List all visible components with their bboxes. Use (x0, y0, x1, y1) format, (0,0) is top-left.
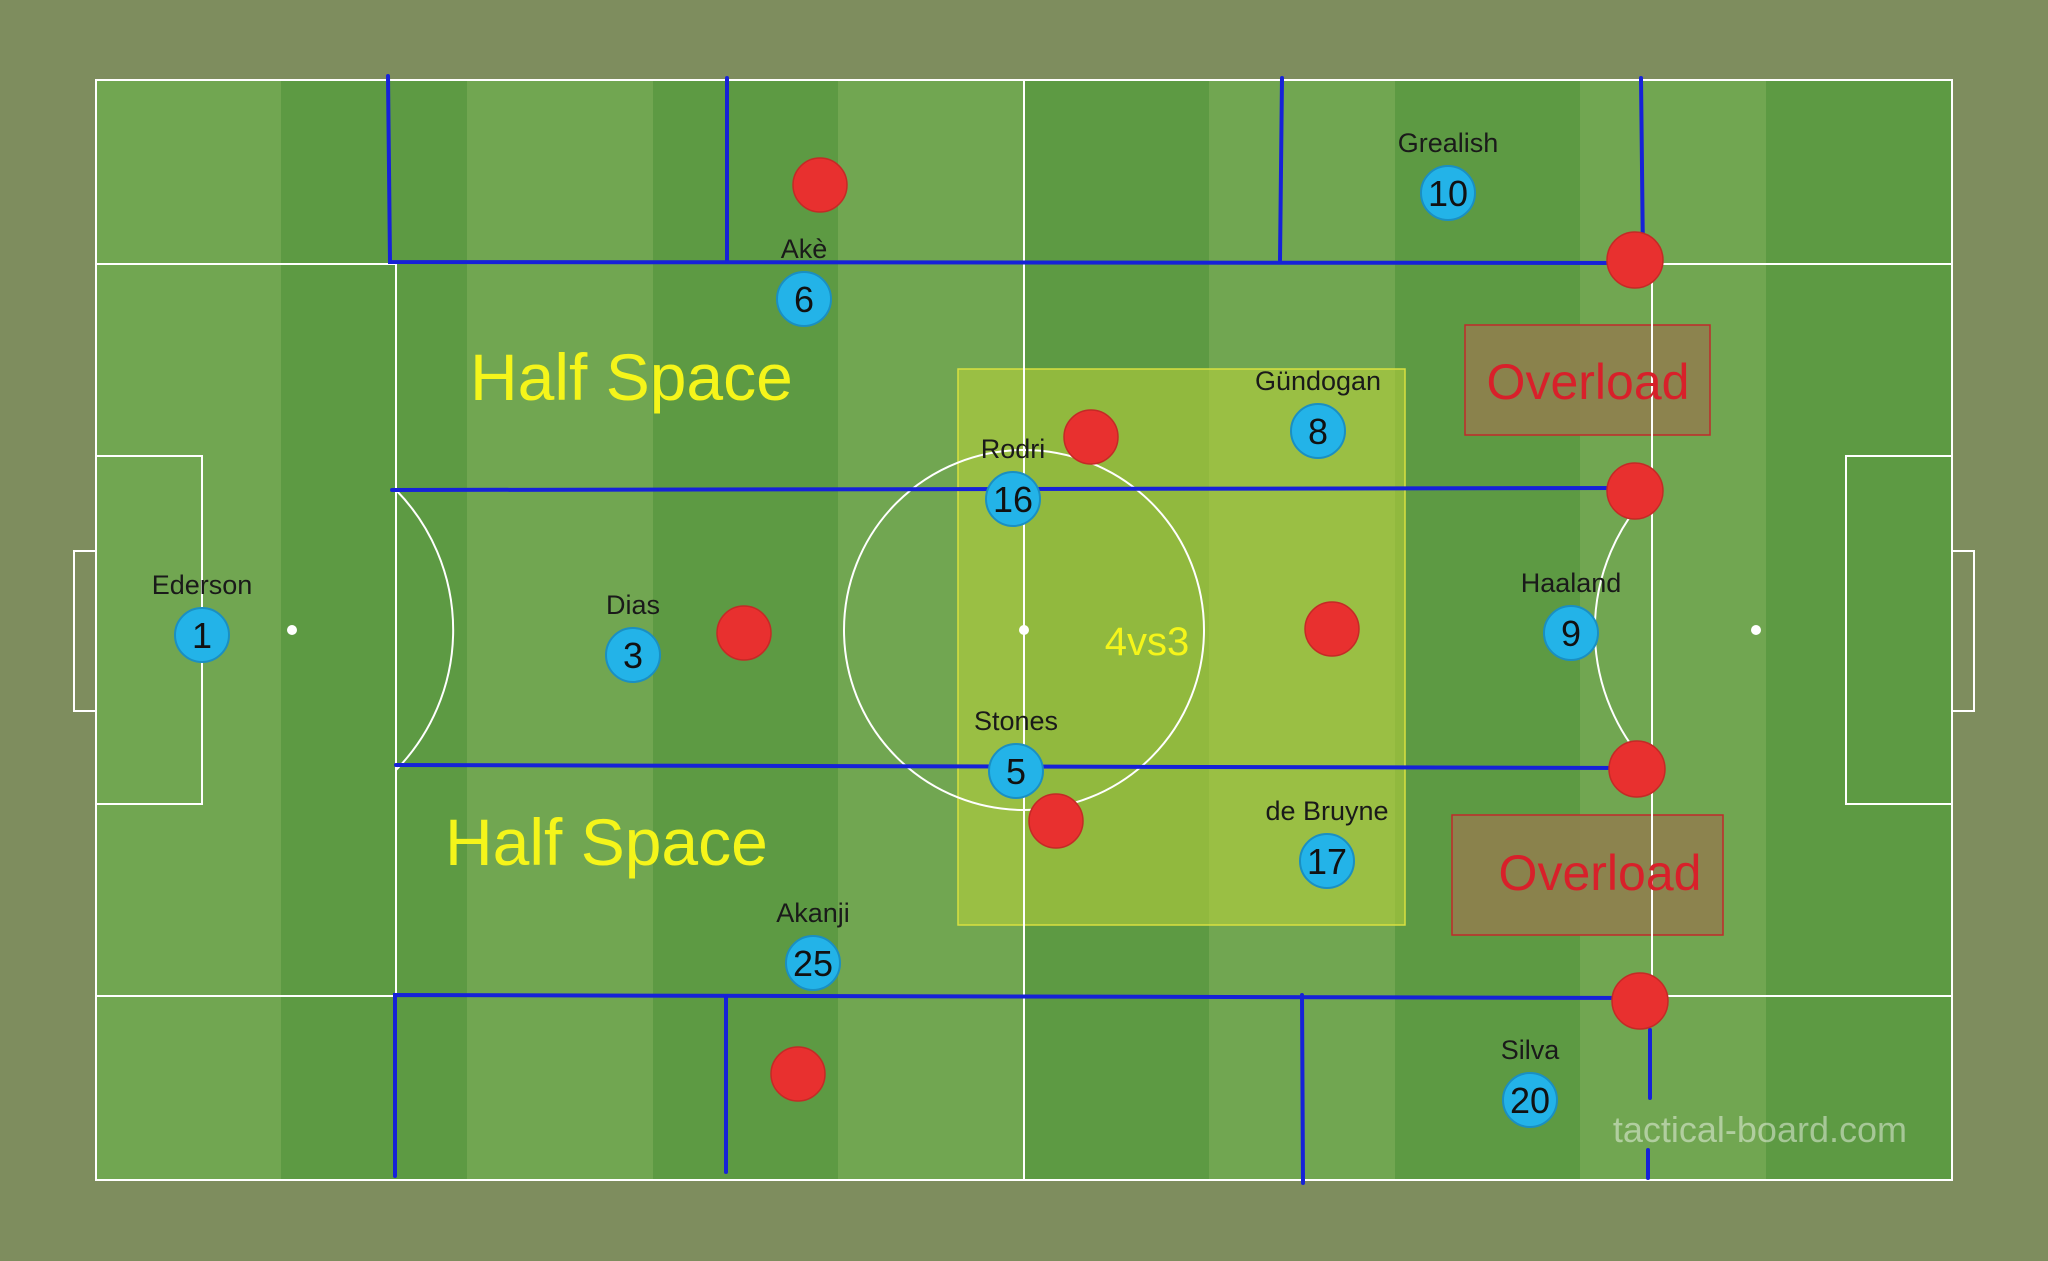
player-number: 10 (1428, 173, 1468, 214)
opponent-marker[interactable] (792, 157, 848, 213)
player-stones[interactable]: Stones 5 (974, 706, 1058, 799)
opponent-marker[interactable] (1304, 601, 1360, 657)
player-ake[interactable]: Akè 6 (776, 234, 832, 327)
player-marker (1543, 605, 1599, 661)
player-name: Grealish (1398, 128, 1499, 158)
player-name: Akanji (776, 898, 850, 928)
numbers-zone-label: 4vs3 (1105, 620, 1190, 664)
player-number: 1 (192, 615, 212, 656)
half-space-top-label: Half Space (470, 340, 793, 414)
player-akanji[interactable]: Akanji 25 (776, 898, 850, 991)
overload-box-bottom (1451, 814, 1724, 936)
player-number: 9 (1561, 613, 1581, 654)
watermark: tactical-board.com (1613, 1109, 1907, 1150)
overload-box-top (1464, 324, 1711, 436)
player-marker (605, 627, 661, 683)
opponent-marker[interactable] (1606, 462, 1664, 520)
player-marker (1290, 403, 1346, 459)
player-silva[interactable]: Silva 20 (1501, 1035, 1561, 1128)
player-name: Silva (1501, 1035, 1561, 1065)
player-ederson[interactable]: Ederson 1 (152, 570, 253, 663)
player-name: Akè (781, 234, 828, 264)
overload-bottom-label: Overload (1499, 845, 1702, 901)
player-marker (1502, 1072, 1558, 1128)
home-players: Ederson 1 Dias 3 Akè 6 Akanji 25 Rodri 1… (152, 128, 1622, 1128)
player-name: Dias (606, 590, 660, 620)
player-number: 20 (1510, 1080, 1550, 1121)
player-number: 17 (1307, 841, 1347, 882)
player-marker (174, 607, 230, 663)
player-name: Ederson (152, 570, 253, 600)
player-dias[interactable]: Dias 3 (605, 590, 661, 683)
player-marker (776, 271, 832, 327)
opponent-marker[interactable] (770, 1046, 826, 1102)
player-name: Haaland (1521, 568, 1622, 598)
player-de-bruyne[interactable]: de Bruyne 17 (1265, 796, 1389, 889)
player-haaland[interactable]: Haaland 9 (1521, 568, 1622, 661)
player-number: 16 (993, 479, 1033, 520)
player-name: de Bruyne (1265, 796, 1388, 826)
player-marker (985, 471, 1041, 527)
player-name: Rodri (981, 434, 1046, 464)
opponent-marker[interactable] (1063, 409, 1119, 465)
player-gundogan[interactable]: Gündogan 8 (1255, 366, 1381, 459)
player-marker (988, 743, 1044, 799)
opponent-marker[interactable] (1611, 972, 1669, 1030)
player-name: Gündogan (1255, 366, 1381, 396)
player-rodri[interactable]: Rodri 16 (981, 434, 1046, 527)
player-number: 25 (793, 943, 833, 984)
player-marker (1420, 165, 1476, 221)
player-number: 6 (794, 279, 814, 320)
pitch-spots (287, 625, 1761, 635)
opponent-marker[interactable] (1028, 793, 1084, 849)
player-name: Stones (974, 706, 1058, 736)
player-marker (785, 935, 841, 991)
player-number: 8 (1308, 411, 1328, 452)
opponent-marker[interactable] (1606, 231, 1664, 289)
half-space-bottom-label: Half Space (445, 805, 768, 879)
player-number: 5 (1006, 751, 1026, 792)
opponent-marker[interactable] (1608, 740, 1666, 798)
player-marker (1299, 833, 1355, 889)
opponent-marker[interactable] (716, 605, 772, 661)
player-number: 3 (623, 635, 643, 676)
opponents (716, 157, 1669, 1102)
overload-top-label: Overload (1487, 354, 1690, 410)
player-grealish[interactable]: Grealish 10 (1398, 128, 1499, 221)
